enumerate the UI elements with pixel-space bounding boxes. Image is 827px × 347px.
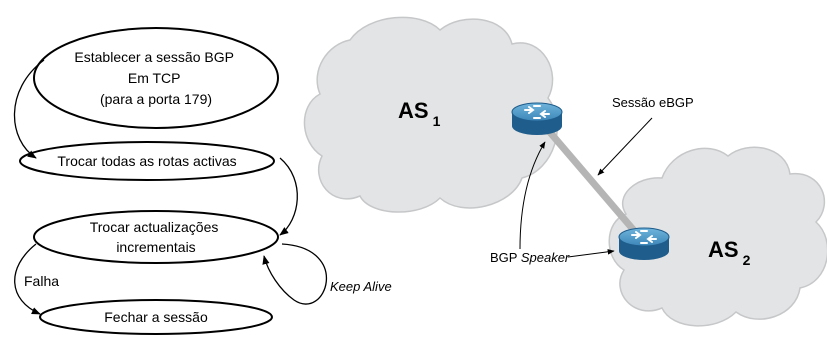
state-incremental-updates: [33, 210, 279, 264]
state-incremental-label: Trocar actualizações incrementais: [90, 219, 223, 255]
ebgp-link: [538, 119, 641, 238]
session-arrow: [597, 117, 653, 176]
transition-exchange-to-incremental: [279, 157, 298, 236]
transition-keepalive-loop: [262, 243, 327, 305]
as2-cloud: [608, 146, 827, 327]
router-2-icon: [618, 227, 670, 260]
state-close-label: Fechar a sessão: [104, 309, 208, 325]
router-1-icon: [511, 102, 563, 135]
state-establish-session: [33, 27, 279, 129]
speaker-arrow-to-router-1: [519, 141, 546, 250]
state-establish-label: Establecer a sessão BGP Em TCP (para a p…: [74, 49, 237, 107]
speaker-arrow-to-router-2: [567, 249, 615, 258]
state-exchange-all-routes: [19, 141, 275, 181]
bgp-speaker-label: BGP Speaker: [490, 250, 570, 265]
ebgp-session-label: Sessão eBGP: [612, 95, 694, 110]
failure-label: Falha: [24, 273, 59, 289]
transition-failure: [14, 243, 41, 315]
keepalive-label: Keep Alive: [330, 279, 392, 294]
as1-cloud: [303, 16, 558, 213]
state-close-session: [39, 299, 273, 335]
state-exchange-all-label: Trocar todas as rotas activas: [57, 153, 236, 169]
transition-establish-to-exchange: [13, 59, 45, 159]
